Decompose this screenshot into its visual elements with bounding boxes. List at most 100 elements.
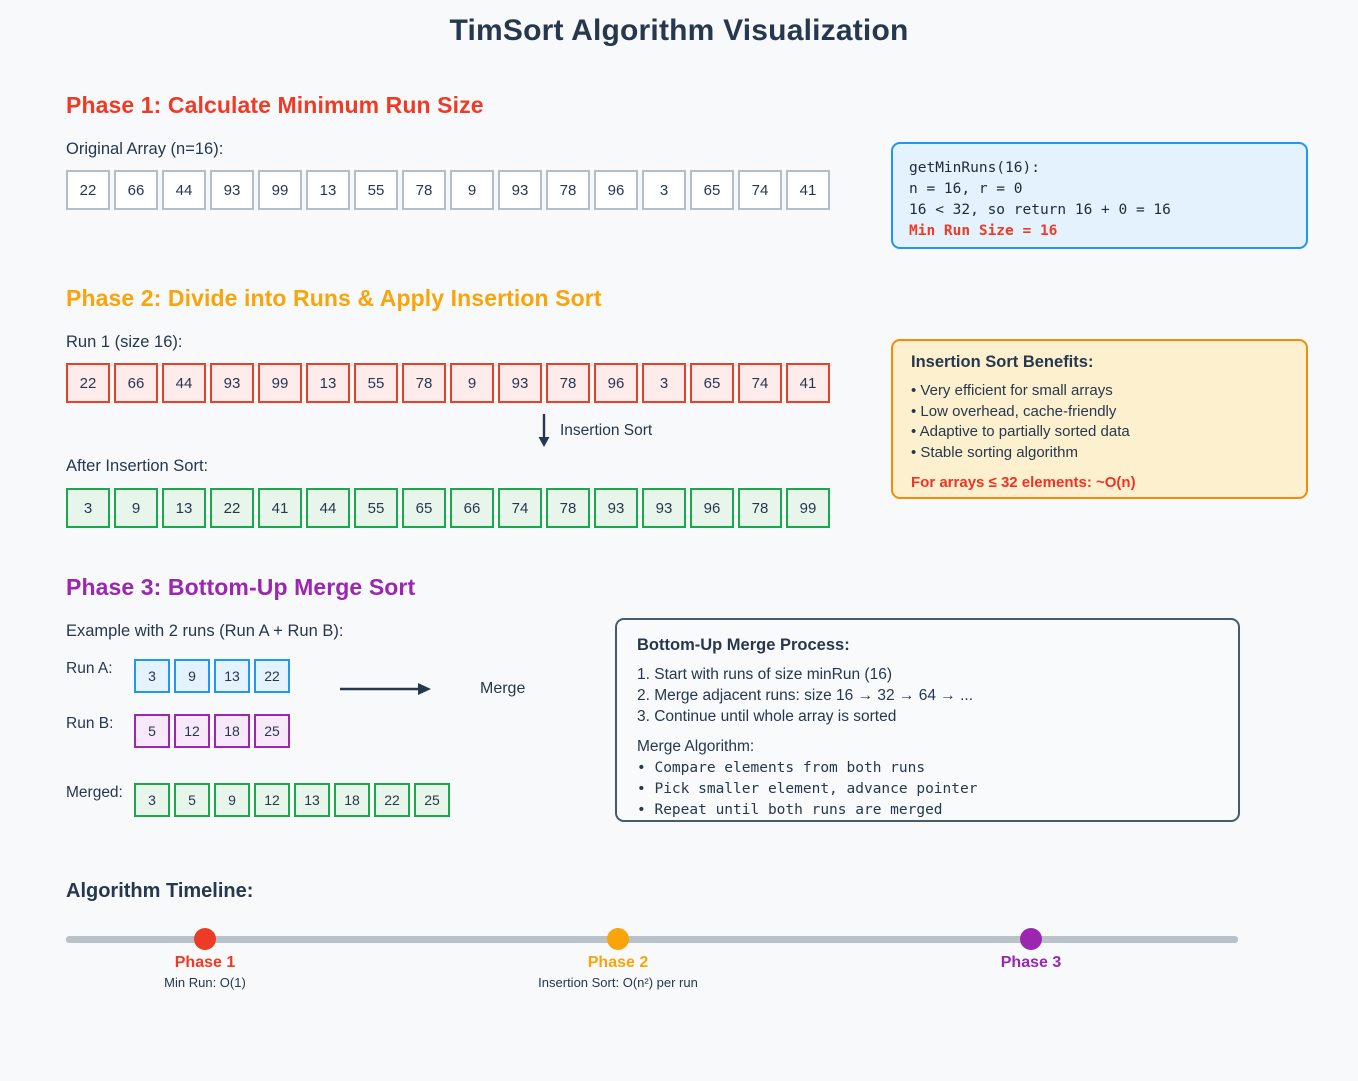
merge-step: 2. Merge adjacent runs: size 16 → 32 → 6…	[637, 687, 973, 704]
run-b-label: Run B:	[66, 715, 114, 732]
phase-1-heading: Phase 1: Calculate Minimum Run Size	[66, 92, 484, 118]
array-cell: 93	[594, 488, 638, 528]
array-cell: 93	[642, 488, 686, 528]
array-cell: 96	[594, 363, 638, 403]
array-cell: 18	[334, 783, 370, 817]
timeline-node-sublabel: Min Run: O(1)	[164, 975, 246, 990]
array-cell: 3	[642, 170, 686, 210]
original-array-label: Original Array (n=16):	[66, 140, 224, 158]
array-cell: 65	[402, 488, 446, 528]
timeline-bar	[66, 936, 1238, 943]
merge-algorithm-item: • Compare elements from both runs	[637, 760, 926, 776]
insertion-sort-arrow-label: Insertion Sort	[560, 422, 653, 439]
array-cell: 22	[66, 170, 110, 210]
merged-label: Merged:	[66, 784, 123, 801]
run-a-label: Run A:	[66, 660, 113, 677]
code-line-3: 16 < 32, so return 16 + 0 = 16	[909, 202, 1171, 218]
timeline-node-dot[interactable]	[607, 928, 629, 950]
array-cell: 74	[738, 170, 782, 210]
array-cell: 12	[174, 714, 210, 748]
array-cell: 13	[306, 363, 350, 403]
array-cell: 78	[546, 363, 590, 403]
merge-steps-list: 1. Start with runs of size minRun (16) 2.…	[637, 664, 1218, 727]
insertion-sort-benefits-box: Insertion Sort Benefits: • Very efficien…	[891, 339, 1308, 499]
array-cell: 9	[114, 488, 158, 528]
code-line-1: getMinRuns(16):	[909, 160, 1040, 176]
array-cell: 25	[254, 714, 290, 748]
array-cell: 9	[214, 783, 250, 817]
array-cell: 41	[258, 488, 302, 528]
down-arrow-icon	[538, 414, 550, 447]
array-cell: 9	[174, 659, 210, 693]
array-cell: 96	[690, 488, 734, 528]
array-cell: 13	[214, 659, 250, 693]
code-line-2: n = 16, r = 0	[909, 181, 1023, 197]
array-cell: 78	[546, 488, 590, 528]
run1-label: Run 1 (size 16):	[66, 333, 183, 351]
array-cell: 3	[134, 783, 170, 817]
array-cell: 93	[210, 363, 254, 403]
merge-process-title: Bottom-Up Merge Process:	[637, 636, 850, 654]
phase-3-heading: Phase 3: Bottom-Up Merge Sort	[66, 574, 416, 600]
merge-step: 1. Start with runs of size minRun (16)	[637, 666, 892, 683]
merge-algorithm-subtitle: Merge Algorithm:	[637, 738, 755, 755]
array-cell: 44	[162, 363, 206, 403]
timeline-node-dot[interactable]	[1020, 928, 1042, 950]
array-cell: 22	[254, 659, 290, 693]
array-cell: 5	[174, 783, 210, 817]
array-cell: 66	[114, 170, 158, 210]
min-run-code-box: getMinRuns(16): n = 16, r = 0 16 < 32, s…	[891, 142, 1308, 249]
array-cell: 13	[162, 488, 206, 528]
min-run-size-result: Min Run Size = 16	[909, 223, 1058, 239]
array-cell: 13	[294, 783, 330, 817]
after-insertion-sort-label: After Insertion Sort:	[66, 457, 209, 475]
benefits-list: • Very efficient for small arrays• Low o…	[911, 381, 1288, 463]
phase-2-heading: Phase 2: Divide into Runs & Apply Insert…	[66, 285, 602, 311]
timeline-node-sublabel: Insertion Sort: O(n²) per run	[538, 975, 698, 990]
array-cell: 5	[134, 714, 170, 748]
array-cell: 78	[738, 488, 782, 528]
array-cell: 55	[354, 488, 398, 528]
merge-algorithm-list: • Compare elements from both runs • Pick …	[637, 758, 1218, 820]
array-cell: 78	[402, 170, 446, 210]
timeline-node-label: Phase 1	[174, 954, 236, 971]
array-cell: 74	[738, 363, 782, 403]
array-cell: 9	[450, 363, 494, 403]
array-cell: 99	[786, 488, 830, 528]
array-cell: 3	[134, 659, 170, 693]
array-cell: 99	[258, 363, 302, 403]
merge-step: 3. Continue until whole array is sorted	[637, 708, 897, 725]
page-title: TimSort Algorithm Visualization	[449, 14, 909, 47]
array-cell: 13	[306, 170, 350, 210]
bottom-up-merge-process-box: Bottom-Up Merge Process: 1. Start with r…	[615, 618, 1240, 822]
merge-algorithm-item: • Pick smaller element, advance pointer	[637, 781, 978, 797]
timeline-node-label: Phase 3	[1000, 954, 1062, 971]
array-cell: 93	[210, 170, 254, 210]
array-cell: 66	[450, 488, 494, 528]
array-cell: 55	[354, 170, 398, 210]
benefit-item: • Stable sorting algorithm	[911, 443, 1078, 461]
array-cell: 44	[306, 488, 350, 528]
array-cell: 96	[594, 170, 638, 210]
array-cell: 78	[402, 363, 446, 403]
array-cell: 93	[498, 170, 542, 210]
array-cell: 74	[498, 488, 542, 528]
timeline-node-dot[interactable]	[194, 928, 216, 950]
array-cell: 18	[214, 714, 250, 748]
benefit-item: • Adaptive to partially sorted data	[911, 423, 1130, 440]
benefit-item: • Very efficient for small arrays	[911, 382, 1113, 399]
insertion-sort-annotation: Insertion Sort	[536, 414, 652, 448]
right-arrow-icon	[340, 683, 431, 695]
array-cell: 22	[210, 488, 254, 528]
timeline-node-label: Phase 2	[587, 954, 649, 971]
array-cell: 41	[786, 363, 830, 403]
array-cell: 12	[254, 783, 290, 817]
timeline-title: Algorithm Timeline:	[66, 880, 254, 902]
